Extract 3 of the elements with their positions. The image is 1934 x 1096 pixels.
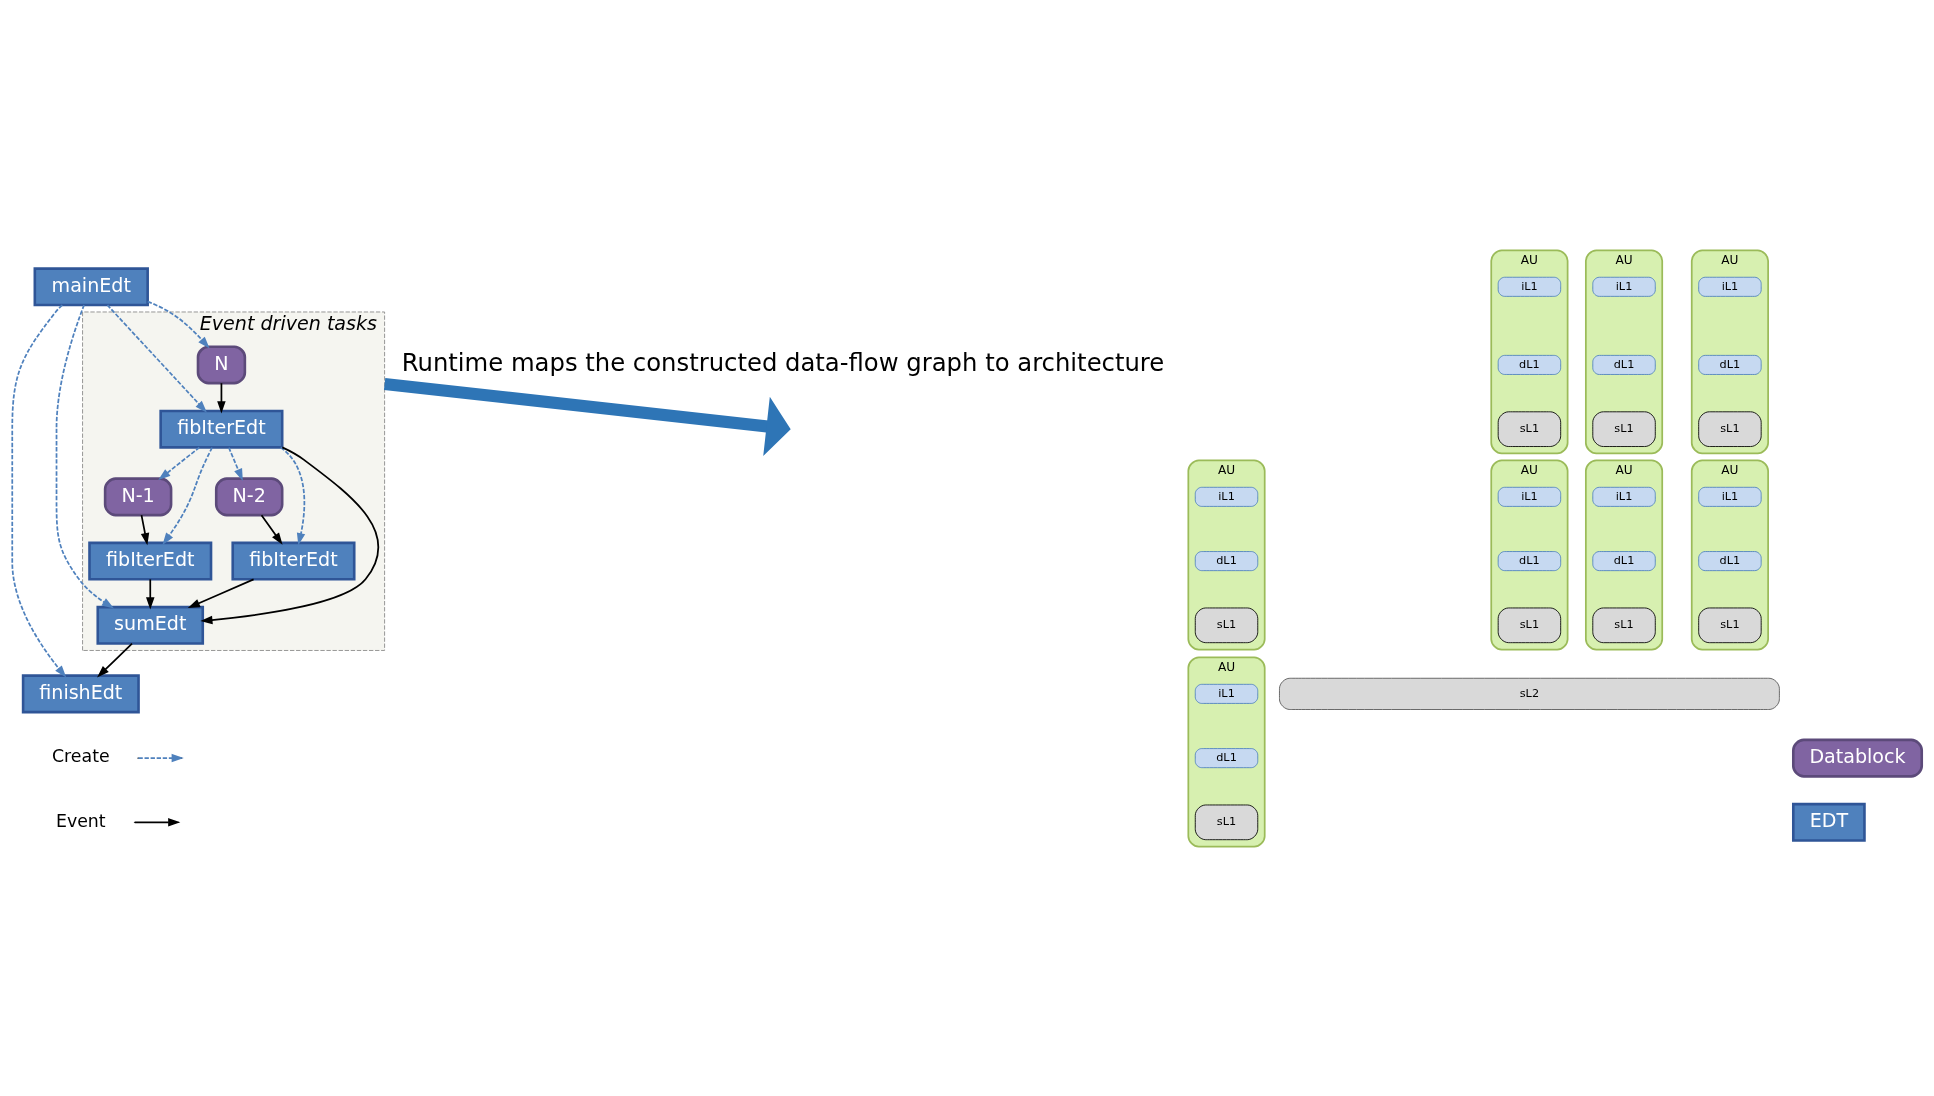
legend-label: Create xyxy=(52,745,110,766)
legend-label: Event xyxy=(55,810,106,831)
label: Runtime maps the constructed data-flow graph to architecture xyxy=(401,347,1165,377)
